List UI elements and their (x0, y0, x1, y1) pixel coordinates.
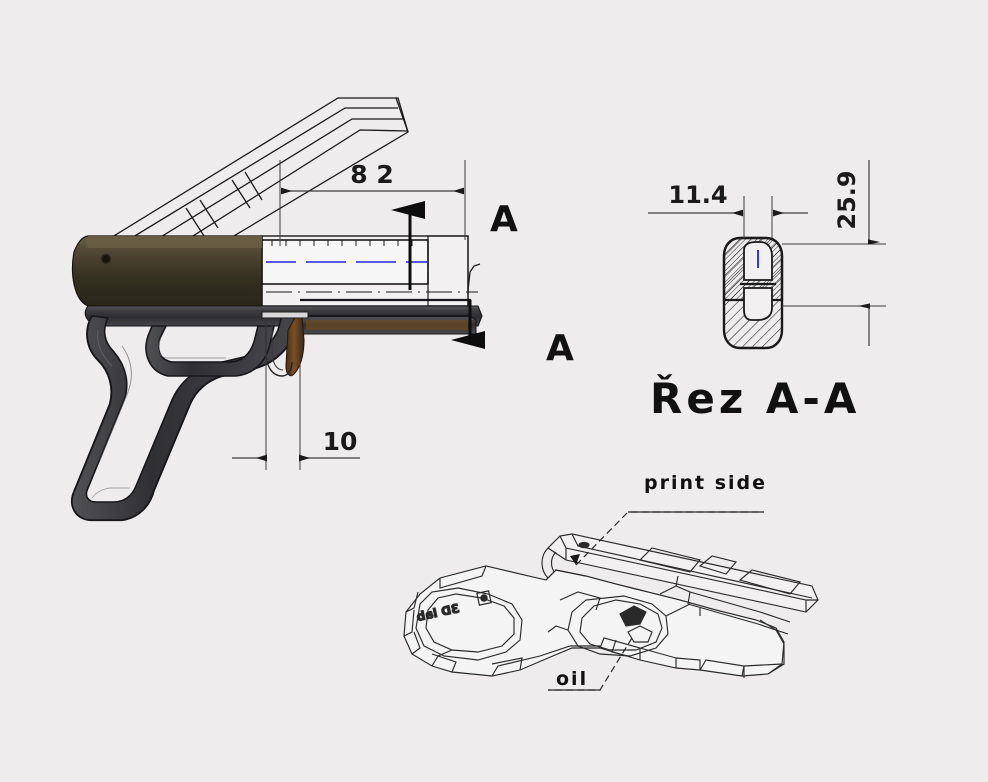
section-line-a-a: A A (391, 199, 574, 369)
section-arrow-top (391, 201, 425, 290)
section-label-bottom: A (546, 328, 574, 369)
label-print-side: print side (644, 472, 767, 494)
dimension-11-4: 11.4 (648, 181, 808, 217)
dimension-82: 8 2 (281, 160, 464, 195)
main-side-view (70, 97, 483, 522)
section-arrow-bottom (451, 300, 485, 349)
section-view-a-a (722, 196, 886, 350)
tilted-slide-outline (76, 97, 409, 287)
dimension-82-text: 8 2 (350, 160, 394, 189)
dimension-25-9-text: 25.9 (833, 170, 861, 229)
label-oil: oil (556, 668, 588, 690)
leader-oil: oil (548, 637, 633, 691)
isometric-wireframe-view: 3D lab (403, 533, 819, 678)
slide-body-shaded (71, 235, 263, 307)
takedown-pin (100, 253, 112, 265)
dimension-10-text: 10 (323, 427, 358, 456)
dimension-10: 10 (232, 427, 360, 462)
receiver-section-outline (261, 235, 481, 307)
leader-print-side: print side (570, 472, 767, 566)
dimension-25-9: 25.9 (833, 160, 880, 346)
extension-lines-main (265, 160, 466, 470)
section-channel-void (743, 287, 773, 321)
section-title: Řez A-A (650, 373, 860, 423)
dimension-11-4-text: 11.4 (668, 181, 727, 209)
section-label-top: A (490, 199, 518, 240)
